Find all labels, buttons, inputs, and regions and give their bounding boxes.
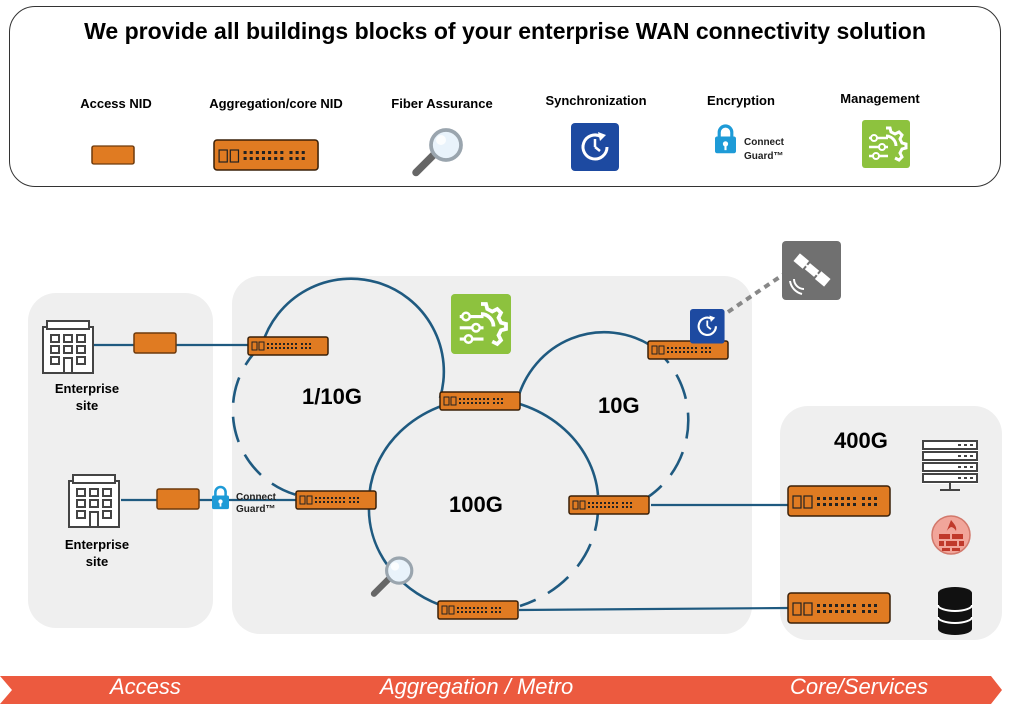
ring-2-dashed [647,343,690,499]
core-label-400g: 400G [834,428,888,453]
access-nid-1 [133,332,177,354]
ring-label-10g: 10G [598,393,640,418]
agg-nid-ring1 [247,336,329,356]
lock-icon-site2 [210,485,231,511]
agg-nid-bottom [437,600,519,620]
connect-guard-legend-line2: Guard™ [744,151,783,162]
ring-label-1-10g: 1/10G [302,384,362,409]
building-icon-2 [68,474,120,528]
ring-1-dashed [231,344,306,499]
agg-nid-ring2 [647,340,729,360]
ring-label-100g: 100G [449,492,503,517]
lock-icon [713,124,738,155]
legend-label-fiber-assurance: Fiber Assurance [391,96,493,111]
link-agg-core2 [518,606,789,612]
building-icon-1 [42,320,94,374]
legend-box [9,6,1001,187]
management-icon [860,118,912,170]
aggregation-nid-icon [213,139,319,171]
connect-guard-line2: Guard™ [236,504,275,515]
ring-2-solid [516,330,651,399]
satellite-icon [782,241,841,300]
firewall-icon [931,515,971,555]
synchronization-icon-diagram [688,307,726,345]
ring-3-solid-right [479,396,600,496]
access-nid-icon [91,145,135,165]
bottom-bar [0,676,1002,704]
bottom-label-aggregation: Aggregation / Metro [380,674,574,699]
database-icon [937,587,973,635]
legend-label-aggregation-nid: Aggregation/core NID [209,96,343,111]
synchronization-icon [569,121,621,173]
connect-guard-line1: Connect [236,492,277,503]
core-nid-1 [787,485,891,517]
core-nid-2 [787,592,891,624]
legend-label-management: Management [840,91,920,106]
magnifier-icon [416,130,461,173]
page-title: We provide all buildings blocks of your … [84,18,926,44]
legend-label-access-nid: Access NID [80,96,152,111]
ring-1-solid [260,277,446,399]
ring-3-dashed [519,504,600,608]
access-nid-2 [156,488,200,510]
server-rack-icon [922,440,978,491]
satellite-link [726,268,792,314]
agg-nid-left [295,490,377,510]
bottom-label-access: Access [110,674,181,699]
magnifier-icon-diagram [374,558,412,594]
legend-label-encryption: Encryption [707,93,775,108]
bottom-label-core: Core/Services [790,674,929,699]
connect-guard-legend-line1: Connect [744,137,785,148]
management-icon-diagram [449,292,513,356]
legend-label-synchronization: Synchronization [545,93,647,108]
agg-nid-right [568,495,650,515]
agg-nid-top-center [439,391,521,411]
